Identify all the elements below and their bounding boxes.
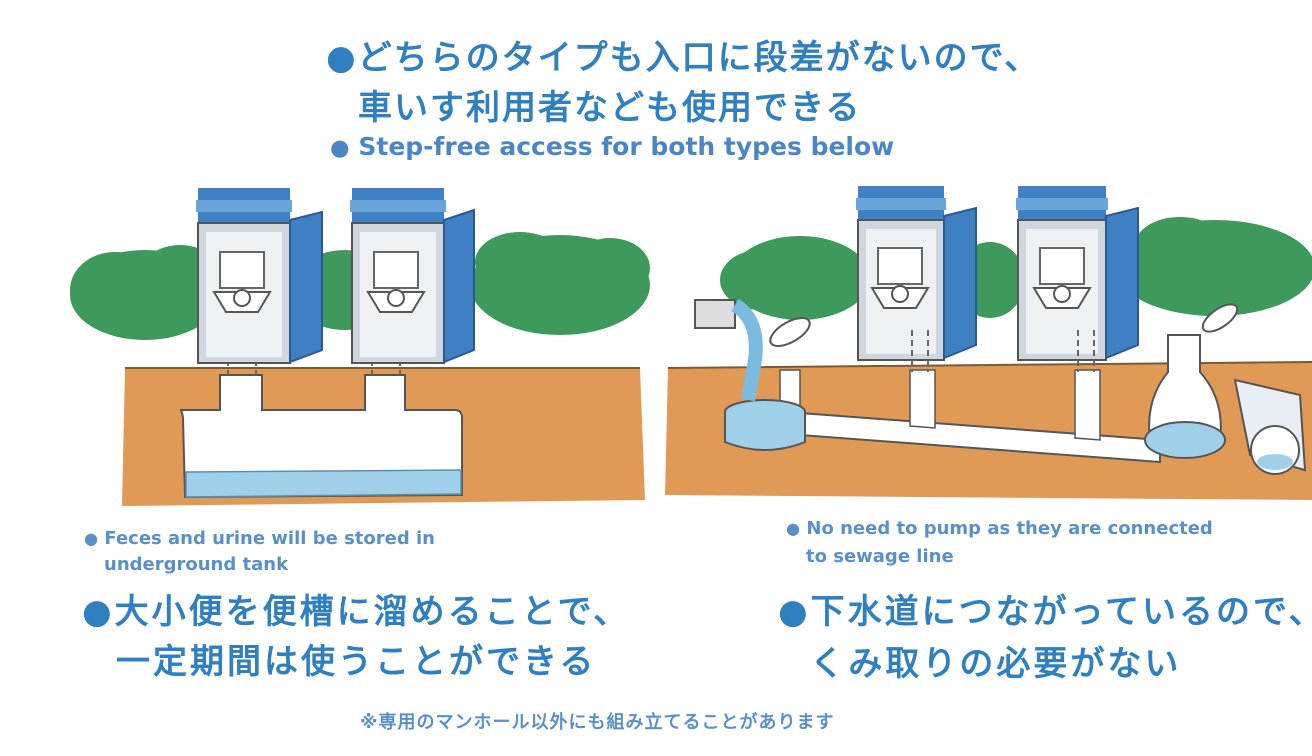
left-caption-en-line2: underground tank [104,554,289,575]
left-caption-en-line1: ● Feces and urine will be stored in [84,528,435,549]
right-ground [665,298,1312,500]
right-booth-1 [856,186,977,372]
left-ground [122,330,645,506]
right-caption-jp-text1: 下水道につながっているので、 [810,592,1312,632]
right-caption-en-text1: No need to pump as they are connected [806,518,1213,539]
right-caption-jp-line1: ●下水道につながっているので、 [778,584,1312,633]
bullet-icon: ● [786,519,801,538]
header-jp-line2: 車いす利用者なども使用できる [358,88,862,128]
bullet-icon: ● [778,592,811,632]
right-booth-2 [1016,186,1139,372]
left-caption-jp-line2: 一定期間は使うことができる [116,642,597,682]
bullet-icon: ● [330,135,350,161]
header-jp-line1: ●どちらのタイプも入口に段差がないので、 [326,30,1040,79]
right-caption-jp-line2: くみ取りの必要がない [810,644,1182,684]
right-caption-en-line2: to sewage line [806,546,954,567]
bullet-icon: ● [84,529,99,548]
right-trees [720,217,1312,320]
left-caption-jp-text1: 大小便を便槽に溜めることで、 [114,592,631,632]
footnote: ※専用のマンホール以外にも組み立てることがあります [360,712,835,733]
right-caption-en-line1: ● No need to pump as they are connected [786,518,1213,539]
left-caption-jp-line1: ●大小便を便槽に溜めることで、 [82,584,630,633]
bullet-icon: ● [82,592,115,632]
header-en: ● Step-free access for both types below [330,132,894,161]
bullet-icon: ● [326,38,358,78]
left-booth-1 [196,188,323,364]
left-booth-2 [350,188,475,364]
header-en-text: Step-free access for both types below [358,132,895,161]
header-jp-text1: どちらのタイプも入口に段差がないので、 [357,38,1041,78]
left-caption-en-text1: Feces and urine will be stored in [104,528,435,549]
